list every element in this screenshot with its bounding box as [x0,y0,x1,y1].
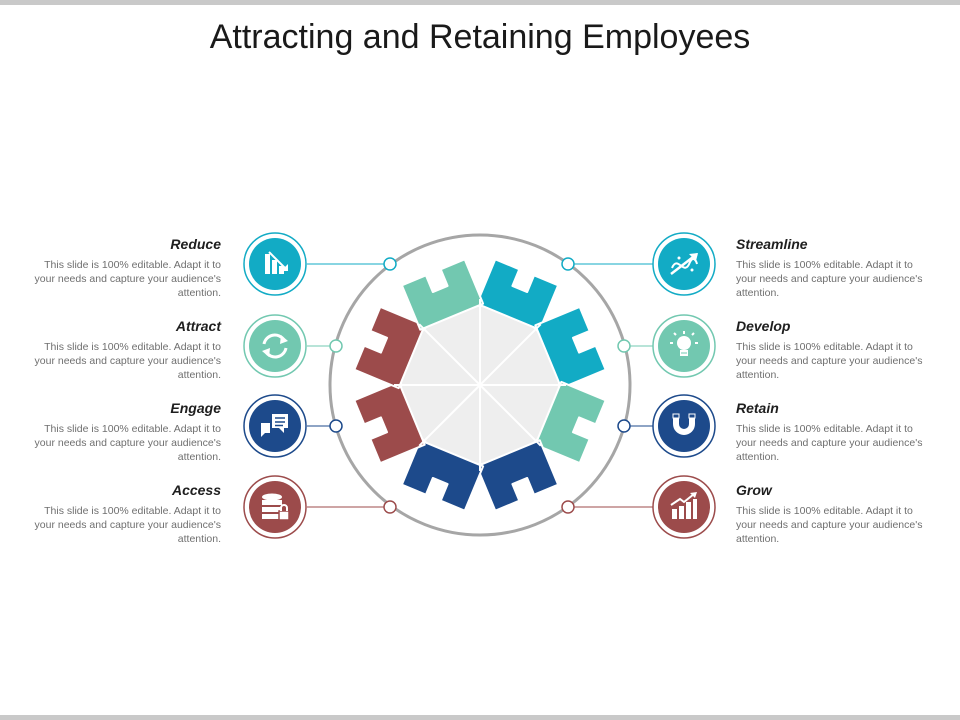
diagram-segment [400,439,485,512]
item-title: Streamline [736,236,808,252]
item-title: Develop [736,318,791,334]
top-border [0,0,960,5]
item-title: Attract [175,318,221,334]
chat-bubbles-icon [261,414,288,437]
diagram-segment [353,380,426,465]
item-title: Retain [736,400,779,416]
item-title: Access [171,482,221,498]
magnet-icon [672,413,696,435]
growth-chart-icon [670,492,697,519]
item-description: This slide is 100% editable. Adapt it to… [736,505,923,545]
diagram-segment [475,258,560,331]
lightbulb-icon [670,331,698,356]
ring-connector-dot [561,257,575,271]
item-description: This slide is 100% editable. Adapt it to… [736,341,923,381]
item-develop: Develop This slide is 100% editable. Ada… [736,317,926,382]
ring-connector-dot [561,500,575,514]
diagram-segment [534,305,607,390]
diagram-segment [353,305,426,390]
item-reduce: Reduce This slide is 100% editable. Adap… [31,235,221,300]
item-grow: Grow This slide is 100% editable. Adapt … [736,481,926,546]
ring-connector-dot [383,500,397,514]
ring-connector-dot [383,257,397,271]
item-description: This slide is 100% editable. Adapt it to… [34,259,221,299]
diagram-spoke [418,323,481,386]
outer-ring [328,233,632,537]
diagram-segment [475,439,560,512]
item-attract: Attract This slide is 100% editable. Ada… [31,317,221,382]
diagram-segment [534,380,607,465]
item-title: Engage [170,400,221,416]
diagram-spoke [479,323,542,386]
item-description: This slide is 100% editable. Adapt it to… [34,505,221,545]
icon-badge [658,400,710,452]
item-access: Access This slide is 100% editable. Adap… [31,481,221,546]
item-description: This slide is 100% editable. Adapt it to… [736,259,923,299]
item-retain: Retain This slide is 100% editable. Adap… [736,399,926,464]
database-lock-icon [262,493,290,521]
diagram-spoke [479,384,542,447]
diagram-spoke [418,384,481,447]
icon-badge [249,320,301,372]
slide-title: Attracting and Retaining Employees [209,18,751,56]
item-engage: Engage This slide is 100% editable. Adap… [31,399,221,464]
ring-connector-dot [617,339,631,353]
item-title: Grow [736,482,772,498]
bar-chart-down-icon [265,251,288,274]
item-streamline: Streamline This slide is 100% editable. … [736,235,926,300]
item-title: Reduce [170,236,221,252]
ring-connector-dot [617,419,631,433]
refresh-icon [262,333,288,359]
ring-connector-dot [329,339,343,353]
ring-connector-dot [329,419,343,433]
item-description: This slide is 100% editable. Adapt it to… [34,341,221,381]
bottom-border [0,715,960,720]
item-description: This slide is 100% editable. Adapt it to… [34,423,221,463]
item-description: This slide is 100% editable. Adapt it to… [736,423,923,463]
streamline-arrows-icon [670,253,698,275]
diagram-segment [400,258,485,331]
